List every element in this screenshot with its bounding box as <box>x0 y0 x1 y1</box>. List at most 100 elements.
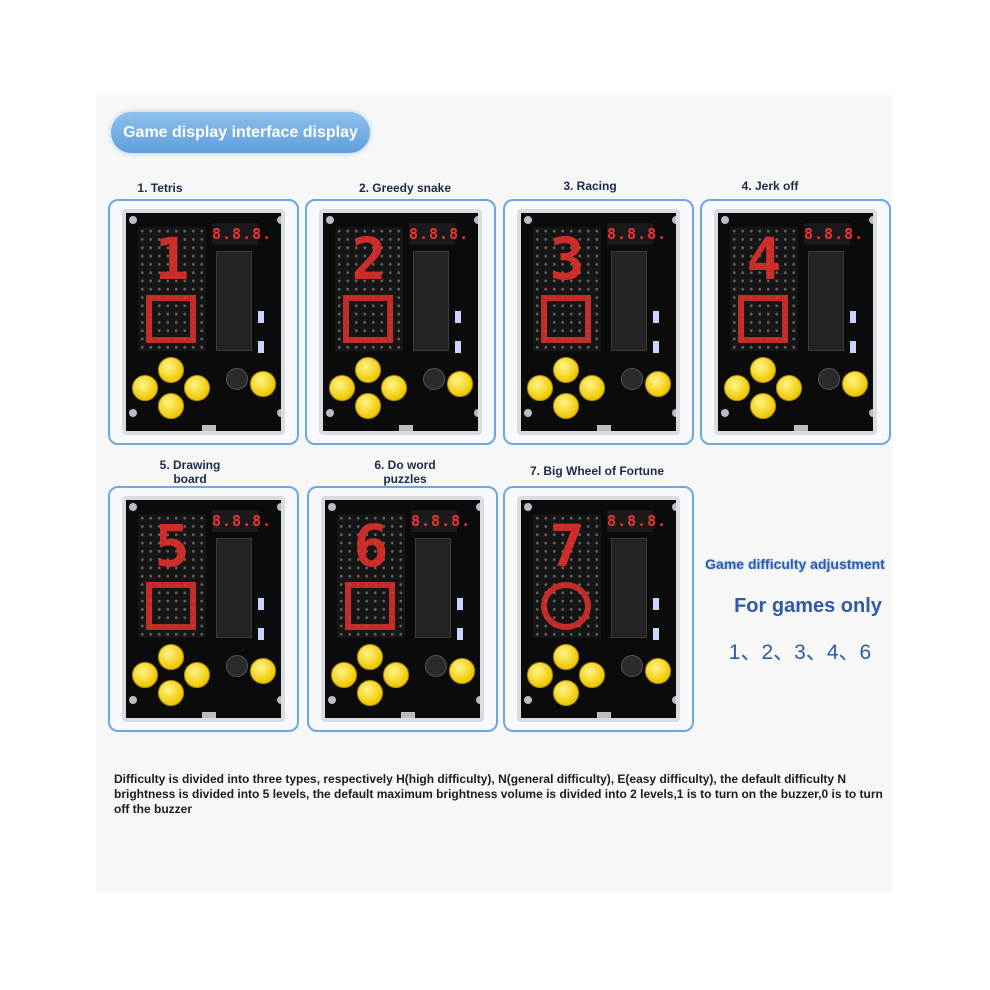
screw <box>524 409 532 417</box>
screw <box>476 696 480 704</box>
led-digit: 6 <box>353 512 389 580</box>
seven-segment-display: 8.8.8. <box>409 223 470 245</box>
yellow-button <box>724 375 750 401</box>
resistor <box>457 598 463 610</box>
buzzer <box>818 368 840 390</box>
yellow-button <box>842 371 868 397</box>
yellow-button <box>250 658 276 684</box>
yellow-button <box>579 375 605 401</box>
screw <box>474 409 478 417</box>
microcontroller-chip <box>216 538 252 638</box>
game-label-4: 4. Jerk off <box>741 179 799 193</box>
game-device: 4 8.8.8. <box>714 209 877 435</box>
yellow-button <box>250 371 276 397</box>
resistor <box>653 598 659 610</box>
game-card: 7 8.8.8. <box>503 486 694 732</box>
usb-port <box>597 712 611 718</box>
game-label-2: 2. Greedy snake <box>358 181 452 195</box>
seven-segment-display: 8.8.8. <box>212 510 273 532</box>
yellow-button <box>158 644 184 670</box>
screw <box>277 409 281 417</box>
screw <box>129 216 137 224</box>
led-pattern <box>541 582 591 630</box>
usb-port <box>399 425 413 431</box>
resistor <box>258 628 264 640</box>
screw <box>869 216 873 224</box>
yellow-button <box>776 375 802 401</box>
led-digit: 2 <box>351 225 387 293</box>
resistor <box>258 311 264 323</box>
yellow-button <box>645 658 671 684</box>
screw <box>524 503 532 511</box>
yellow-button <box>184 662 210 688</box>
game-device: 2 8.8.8. <box>319 209 482 435</box>
led-pattern <box>146 582 196 630</box>
game-card: 6 8.8.8. <box>307 486 498 732</box>
microcontroller-chip <box>611 251 647 351</box>
screw <box>672 696 676 704</box>
resistor <box>653 341 659 353</box>
yellow-button <box>381 375 407 401</box>
game-device: 7 8.8.8. <box>517 496 680 722</box>
difficulty-title: Game difficulty adjustment <box>705 556 885 572</box>
seven-segment-display: 8.8.8. <box>411 510 472 532</box>
led-pattern <box>738 295 788 343</box>
screw <box>328 503 336 511</box>
screw <box>129 409 137 417</box>
screw <box>129 696 137 704</box>
game-card: 5 8.8.8. <box>108 486 299 732</box>
led-pattern <box>541 295 591 343</box>
seven-segment-display: 8.8.8. <box>804 223 865 245</box>
seven-segment-display: 8.8.8. <box>607 510 668 532</box>
yellow-button <box>329 375 355 401</box>
screw <box>277 696 281 704</box>
game-label-3: 3. Racing <box>563 179 617 193</box>
resistor <box>850 341 856 353</box>
microcontroller-chip <box>216 251 252 351</box>
led-digit: 5 <box>154 512 190 580</box>
yellow-button <box>553 680 579 706</box>
screw <box>721 409 729 417</box>
yellow-button <box>357 680 383 706</box>
screw <box>672 409 676 417</box>
yellow-button <box>527 662 553 688</box>
led-digit: 7 <box>549 512 585 580</box>
resistor <box>653 628 659 640</box>
yellow-button <box>645 371 671 397</box>
game-device: 6 8.8.8. <box>321 496 484 722</box>
yellow-button <box>132 662 158 688</box>
game-numbers: 1、2、3、4、6 <box>728 641 872 664</box>
buzzer <box>425 655 447 677</box>
resistor <box>850 311 856 323</box>
yellow-button <box>158 680 184 706</box>
game-device: 5 8.8.8. <box>122 496 285 722</box>
yellow-button <box>553 644 579 670</box>
game-label-1: 1. Tetris <box>137 181 183 195</box>
screw <box>869 409 873 417</box>
for-games-only: For games only <box>734 595 882 617</box>
screw <box>474 216 478 224</box>
led-matrix: 5 <box>138 514 206 638</box>
led-digit: 3 <box>549 225 585 293</box>
led-matrix: 6 <box>337 514 405 638</box>
buzzer <box>621 368 643 390</box>
resistor <box>258 341 264 353</box>
screw <box>129 503 137 511</box>
usb-port <box>202 425 216 431</box>
resistor <box>258 598 264 610</box>
led-digit: 4 <box>746 225 782 293</box>
screw <box>672 503 676 511</box>
game-card: 4 8.8.8. <box>700 199 891 445</box>
led-matrix: 2 <box>335 227 403 351</box>
yellow-button <box>355 357 381 383</box>
usb-port <box>401 712 415 718</box>
led-pattern <box>345 582 395 630</box>
yellow-button <box>527 375 553 401</box>
led-matrix: 7 <box>533 514 601 638</box>
led-digit: 1 <box>154 225 190 293</box>
microcontroller-chip <box>611 538 647 638</box>
yellow-button <box>158 393 184 419</box>
